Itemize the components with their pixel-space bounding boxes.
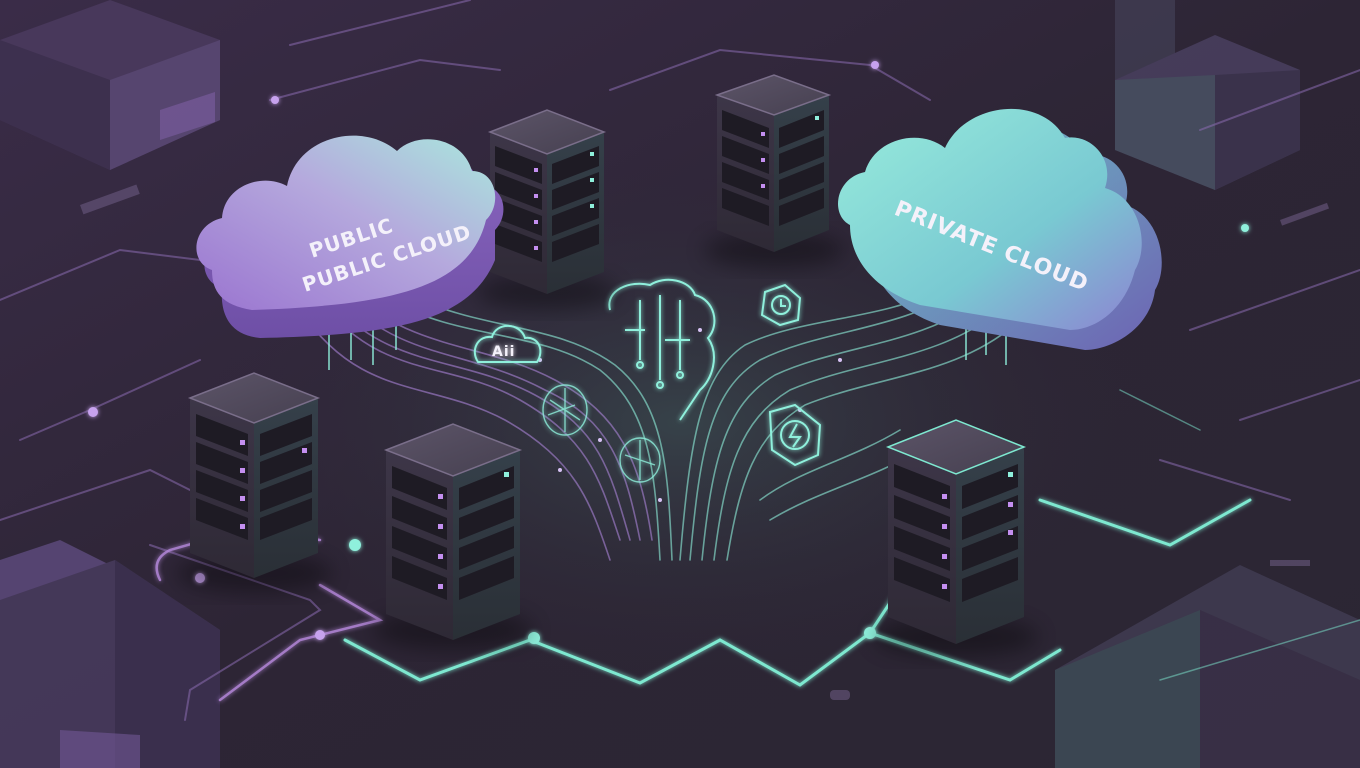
server-bottom-right <box>874 419 1038 657</box>
server-top-left <box>477 109 617 310</box>
server-top-right <box>704 74 844 268</box>
brain-circuit-icon <box>608 278 716 421</box>
brain-icon-small <box>542 384 588 436</box>
clock-badge-icon <box>760 283 802 327</box>
public-cloud: PUBLIC PUBLIC CLOUD <box>196 135 504 338</box>
ai-cloud-icon: Aii <box>473 324 542 363</box>
background-block-top-left <box>0 0 220 170</box>
server-mid-left <box>176 372 332 593</box>
private-cloud: PRIVATE CLOUD <box>838 108 1162 350</box>
ai-badges: Aii <box>473 278 822 483</box>
svg-text:Aii: Aii <box>492 344 515 360</box>
brain-icon-small-2 <box>619 437 661 483</box>
lightning-badge-icon <box>768 403 822 467</box>
background-block-top-right <box>1115 0 1300 190</box>
server-center <box>373 423 533 650</box>
background-block-bottom-left <box>0 540 220 768</box>
